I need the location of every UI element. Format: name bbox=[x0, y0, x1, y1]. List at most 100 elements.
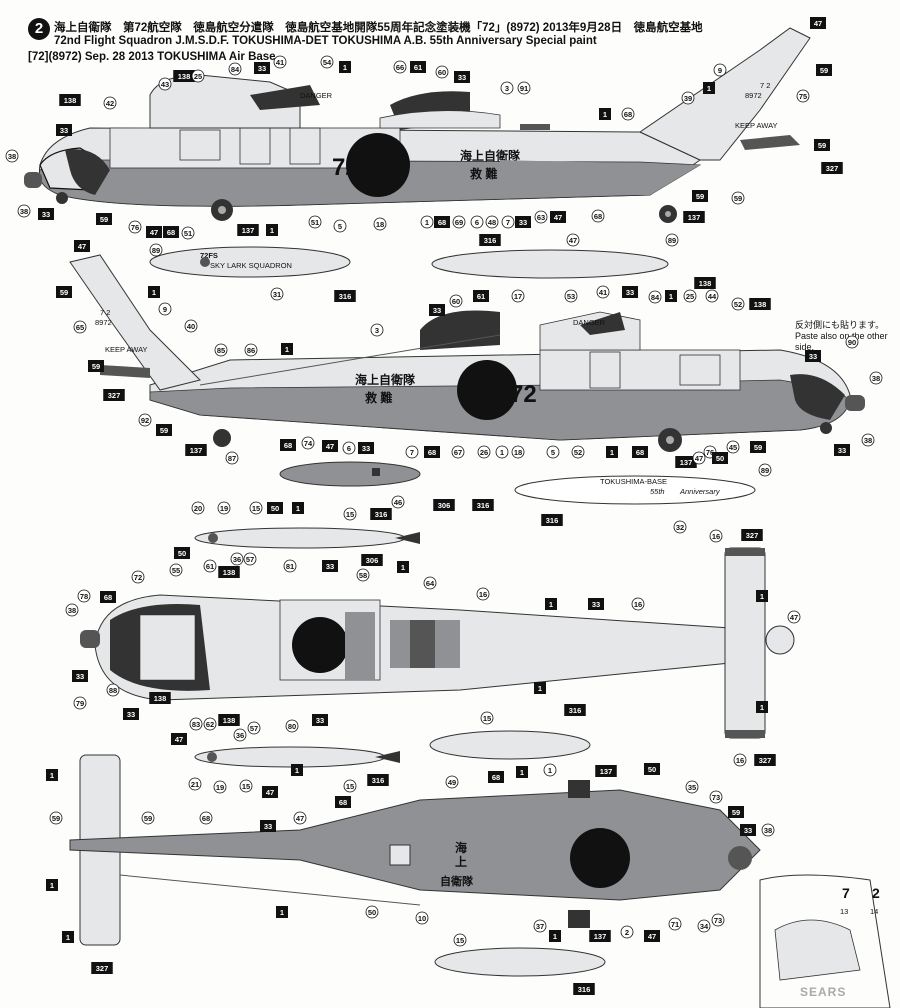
callout-text: 138 bbox=[754, 300, 767, 309]
callout-text: 1 bbox=[270, 226, 274, 235]
callout-text: 25 bbox=[194, 72, 202, 81]
callout-text: 9 bbox=[163, 305, 167, 314]
callout-38: 38 bbox=[761, 823, 775, 837]
callout-38: 38 bbox=[5, 149, 19, 163]
callout-79: 79 bbox=[73, 696, 87, 710]
callout-text: 44 bbox=[708, 292, 717, 301]
callout-37: 37 bbox=[533, 919, 547, 933]
callout-59: 59 bbox=[96, 213, 112, 225]
callout-68: 68 bbox=[434, 216, 450, 228]
step-number: 2 bbox=[28, 18, 50, 40]
callout-text: 33 bbox=[258, 64, 266, 73]
callout-text: 137 bbox=[594, 932, 607, 941]
callout-47: 47 bbox=[74, 240, 90, 252]
callout-47: 47 bbox=[322, 440, 338, 452]
drop-tank-plain-1 bbox=[431, 249, 669, 279]
callout-57: 57 bbox=[243, 552, 257, 566]
callout-text: 1 bbox=[603, 110, 607, 119]
callout-text: 31 bbox=[273, 290, 281, 299]
callout-text: 84 bbox=[231, 65, 240, 74]
callout-text: 2 bbox=[625, 928, 629, 937]
callout-text: 47 bbox=[554, 213, 562, 222]
callout-text: 59 bbox=[144, 814, 152, 823]
callout-text: 1 bbox=[285, 345, 289, 354]
callout-17: 17 bbox=[511, 289, 525, 303]
callout-text: 138 bbox=[178, 72, 191, 81]
callout-text: 55 bbox=[172, 566, 180, 575]
callout-44: 44 bbox=[705, 289, 719, 303]
callout-text: 39 bbox=[684, 94, 692, 103]
callout-text: 59 bbox=[92, 362, 100, 371]
callout-text: 68 bbox=[339, 798, 347, 807]
callout-text: 18 bbox=[514, 448, 522, 457]
keep-away-right: KEEP AWAY bbox=[105, 345, 148, 354]
callout-text: 20 bbox=[194, 504, 202, 513]
header-line-en: 72nd Flight Squadron J.M.S.D.F. TOKUSHIM… bbox=[54, 35, 597, 47]
callout-63: 63 bbox=[534, 210, 548, 224]
callout-33: 33 bbox=[254, 62, 270, 74]
callout-39: 39 bbox=[681, 91, 695, 105]
callout-text: 18 bbox=[376, 220, 384, 229]
callout-text: 73 bbox=[712, 793, 720, 802]
callout-text: 62 bbox=[206, 720, 214, 729]
callout-text: 64 bbox=[426, 579, 435, 588]
callout-16: 16 bbox=[631, 597, 645, 611]
callout-19: 19 bbox=[217, 501, 231, 515]
callout-1: 1 bbox=[281, 343, 293, 355]
callout-text: 47 bbox=[648, 932, 656, 941]
callout-text: 1 bbox=[50, 771, 54, 780]
callout-text: 33 bbox=[326, 562, 334, 571]
callout-text: 38 bbox=[8, 152, 16, 161]
callout-68: 68 bbox=[632, 446, 648, 458]
callout-15: 15 bbox=[343, 507, 357, 521]
callout-7: 7 bbox=[501, 215, 515, 229]
callout-31: 31 bbox=[270, 287, 284, 301]
callout-text: 47 bbox=[78, 242, 86, 251]
callout-306: 306 bbox=[361, 554, 383, 566]
callout-text: 17 bbox=[514, 292, 522, 301]
kyunan-marking-left: 救 難 bbox=[470, 166, 497, 181]
callout-text: 50 bbox=[368, 908, 376, 917]
callout-138: 138 bbox=[749, 298, 771, 310]
callout-text: 89 bbox=[761, 466, 769, 475]
callout-59: 59 bbox=[728, 806, 744, 818]
callout-59: 59 bbox=[141, 811, 155, 825]
callout-76: 76 bbox=[128, 220, 142, 234]
callout-47: 47 bbox=[810, 17, 826, 29]
callout-text: 316 bbox=[546, 516, 559, 525]
kyunan-marking-right: 救 難 bbox=[365, 390, 392, 405]
callout-text: 53 bbox=[567, 292, 575, 301]
callout-text: 59 bbox=[820, 66, 828, 75]
callout-1: 1 bbox=[62, 931, 74, 943]
callout-88: 88 bbox=[106, 683, 120, 697]
callout-text: 59 bbox=[52, 814, 60, 823]
callout-316: 316 bbox=[334, 290, 356, 302]
callout-46: 46 bbox=[391, 495, 405, 509]
callout-80: 80 bbox=[285, 719, 299, 733]
callout-text: 33 bbox=[519, 218, 527, 227]
callout-text: 316 bbox=[375, 510, 388, 519]
callout-66: 66 bbox=[393, 60, 407, 74]
callout-72: 72 bbox=[131, 570, 145, 584]
callout-33: 33 bbox=[805, 350, 821, 362]
callout-text: 137 bbox=[190, 446, 203, 455]
callout-text: 36 bbox=[233, 555, 241, 564]
callout-78: 78 bbox=[77, 589, 91, 603]
callout-85: 85 bbox=[214, 343, 228, 357]
callout-87: 87 bbox=[225, 451, 239, 465]
callout-316: 316 bbox=[573, 983, 595, 995]
callout-6: 6 bbox=[342, 441, 356, 455]
callout-19: 19 bbox=[213, 780, 227, 794]
callout-text: 68 bbox=[438, 218, 446, 227]
callout-text: 9 bbox=[718, 66, 722, 75]
callout-text: 15 bbox=[456, 936, 464, 945]
callout-1: 1 bbox=[756, 590, 768, 602]
callout-text: 45 bbox=[729, 443, 737, 452]
callout-36: 36 bbox=[230, 552, 244, 566]
side-view-left: 72 海上自衛隊 救 難 8972 7 2 DANGER KEEP AWAY bbox=[24, 27, 811, 223]
callout-47: 47 bbox=[293, 811, 307, 825]
callout-text: 1 bbox=[520, 768, 524, 777]
callout-text: 5 bbox=[338, 222, 342, 231]
callout-1: 1 bbox=[599, 108, 611, 120]
